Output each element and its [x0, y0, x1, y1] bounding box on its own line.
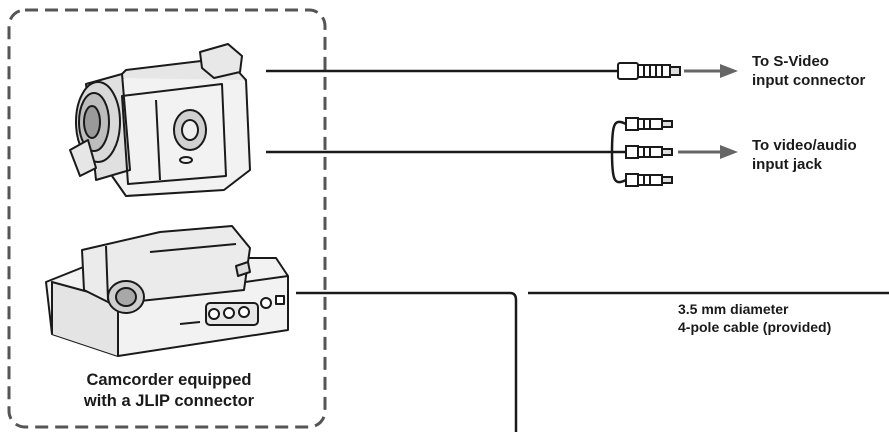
docking-station-icon: [45, 225, 289, 357]
camcorder-caption-line1: Camcorder equipped: [86, 371, 252, 389]
svideo-label-line1: To S-Video: [752, 53, 829, 70]
rca-plug-icon: [610, 117, 673, 187]
arrow-right-icon: [678, 145, 738, 159]
jlip-cable-line: [296, 291, 518, 432]
svideo-plug-icon: [617, 62, 681, 80]
device-group-border: [7, 8, 327, 429]
cable-description-label: 3.5 mm diameter 4-pole cable (provided): [678, 300, 831, 336]
svideo-destination-label: To S-Video input connector: [752, 52, 865, 90]
camcorder-icon: [69, 43, 251, 197]
camcorder-caption: Camcorder equipped with a JLIP connector: [22, 370, 316, 412]
av-label-line2: input jack: [752, 156, 823, 173]
av-label-line1: To video/audio: [752, 137, 857, 154]
camcorder-caption-line2: with a JLIP connector: [83, 392, 255, 410]
av-destination-label: To video/audio input jack: [752, 136, 857, 174]
arrow-right-icon: [684, 64, 738, 78]
svideo-label-line2: input connector: [752, 72, 866, 89]
cable-label-line2: 4-pole cable (provided): [678, 319, 832, 335]
cable-label-line1: 3.5 mm diameter: [678, 301, 789, 317]
